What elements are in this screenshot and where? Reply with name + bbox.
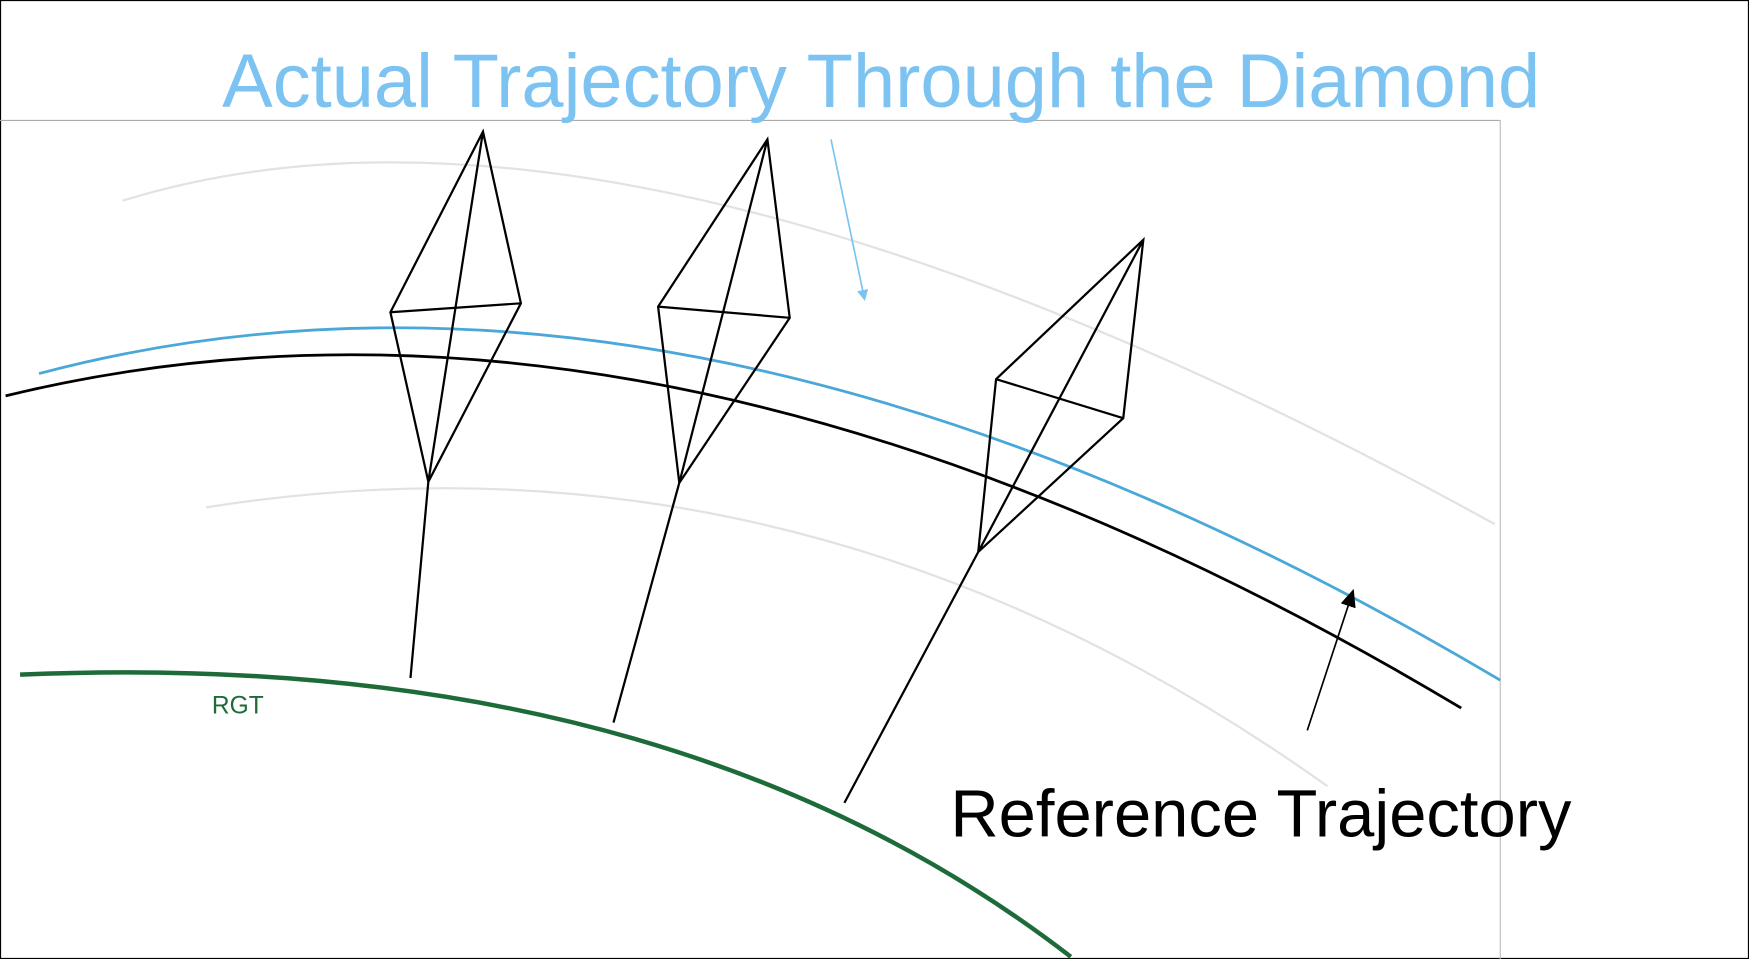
rgt-ground-track (19, 670, 1073, 959)
diagram-title: Actual Trajectory Through the Diamond (222, 39, 1540, 124)
diamond-2 (612, 136, 791, 723)
reference-trajectory-arrow (1306, 588, 1356, 731)
reference-trajectory-label: Reference Trajectory (950, 776, 1572, 851)
actual-trajectory-arrow (830, 139, 869, 302)
diamond-3 (843, 236, 1145, 804)
rgt-label: RGT (212, 693, 264, 720)
guide-arc-outer (122, 161, 1496, 526)
reference-trajectory-line (5, 353, 1462, 710)
guide-arc-inner (206, 487, 1329, 788)
actual-trajectory-line (38, 326, 1501, 682)
diamond-1 (389, 128, 523, 679)
